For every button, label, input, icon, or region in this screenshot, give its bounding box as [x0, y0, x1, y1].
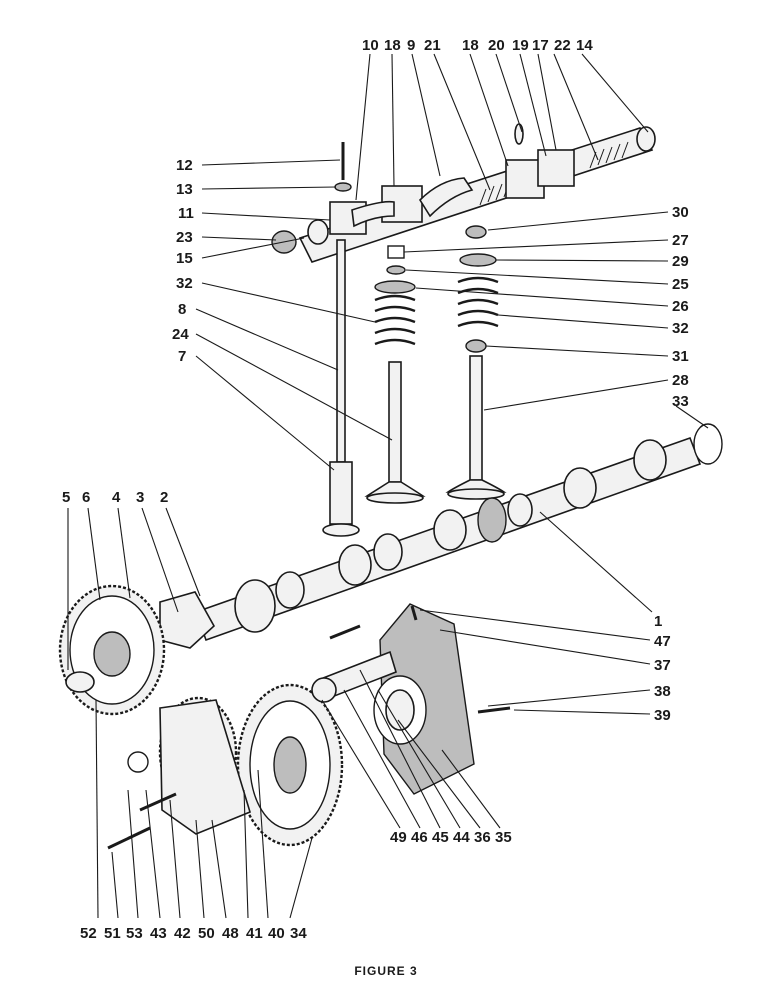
right-lower-labels: 1 47 37 38 39	[654, 613, 671, 724]
part-label: 7	[178, 348, 186, 365]
rocker-arms	[351, 177, 474, 228]
part-label: 48	[222, 925, 239, 942]
bottom-middle-labels: 49 46 45 44 36 35	[390, 829, 512, 846]
tappet	[322, 461, 360, 537]
exploded-view-drawing: 10 18 9 21 18 20 19 17 22 14 12 13 11 23…	[58, 37, 723, 942]
gear-hub-bolt	[65, 671, 95, 693]
idler-hub-plate	[127, 699, 251, 835]
part-label: 18	[462, 37, 479, 54]
top-label-row: 10 18 9 21 18 20 19 17 22 14	[362, 37, 593, 54]
valve-spring-right	[457, 276, 499, 353]
part-label: 44	[453, 829, 470, 846]
part-label: 24	[172, 326, 189, 343]
valve-cap-collets	[386, 225, 497, 275]
part-label: 31	[672, 348, 689, 365]
part-label: 52	[80, 925, 97, 942]
part-label: 22	[554, 37, 571, 54]
part-label: 37	[654, 657, 671, 674]
part-label: 11	[178, 205, 194, 222]
leader-lines	[67, 53, 709, 919]
part-label: 28	[672, 372, 689, 389]
part-label: 18	[384, 37, 401, 54]
part-label: 6	[82, 489, 90, 506]
part-label: 10	[362, 37, 379, 54]
part-label: 27	[672, 232, 689, 249]
part-label: 15	[176, 250, 193, 267]
part-label: 12	[176, 157, 193, 174]
part-label: 23	[176, 229, 193, 246]
part-label: 38	[654, 683, 671, 700]
part-label: 4	[112, 489, 121, 506]
part-label: 34	[290, 925, 307, 942]
part-label: 13	[176, 181, 193, 198]
part-label: 17	[532, 37, 549, 54]
part-label: 45	[432, 829, 449, 846]
part-label: 43	[150, 925, 167, 942]
part-label: 51	[104, 925, 121, 942]
valve-right	[445, 355, 507, 500]
part-label: 47	[654, 633, 671, 650]
part-label: 9	[407, 37, 415, 54]
drive-housing	[373, 603, 475, 795]
part-label: 25	[672, 276, 689, 293]
part-label: 3	[136, 489, 144, 506]
part-label: 36	[474, 829, 491, 846]
fuel-pump-drive-gear	[236, 683, 344, 847]
camshaft	[194, 423, 723, 642]
bottom-labels: 52 51 53 43 42 50 48 41 40 34	[80, 925, 307, 942]
valve-spring-left	[374, 280, 416, 346]
part-label: 21	[424, 37, 441, 54]
part-label: 46	[411, 829, 428, 846]
side-bolts	[107, 792, 177, 850]
left-lower-labels: 5 6 4 3 2	[62, 489, 168, 506]
part-label: 1	[654, 613, 662, 630]
part-label: 40	[268, 925, 285, 942]
housing-studs-bolts	[329, 605, 511, 714]
valve-left	[364, 361, 426, 504]
part-label: 33	[672, 393, 689, 410]
drive-shaft	[311, 650, 397, 703]
part-label: 30	[672, 204, 689, 221]
part-label: 41	[246, 925, 263, 942]
camshaft-gear	[58, 584, 166, 716]
part-label: 20	[488, 37, 505, 54]
part-label: 26	[672, 298, 689, 315]
part-label: 39	[654, 707, 671, 724]
part-label: 19	[512, 37, 529, 54]
part-label: 5	[62, 489, 70, 506]
part-label: 2	[160, 489, 168, 506]
rocker-shaft	[298, 126, 656, 263]
part-label: 8	[178, 301, 186, 318]
left-upper-labels: 12 13 11 23 15 32 8 24 7	[172, 157, 194, 365]
part-label: 49	[390, 829, 407, 846]
right-upper-labels: 30 27 29 25 26 32 31 28 33	[672, 204, 689, 410]
part-label: 32	[176, 275, 193, 292]
push-rod	[336, 239, 346, 463]
part-label: 29	[672, 253, 689, 270]
part-label: 53	[126, 925, 143, 942]
figure-caption: FIGURE 3	[354, 964, 418, 978]
part-label: 35	[495, 829, 512, 846]
part-label: 14	[576, 37, 593, 54]
part-label: 42	[174, 925, 191, 942]
part-label: 50	[198, 925, 215, 942]
part-label: 32	[672, 320, 689, 337]
